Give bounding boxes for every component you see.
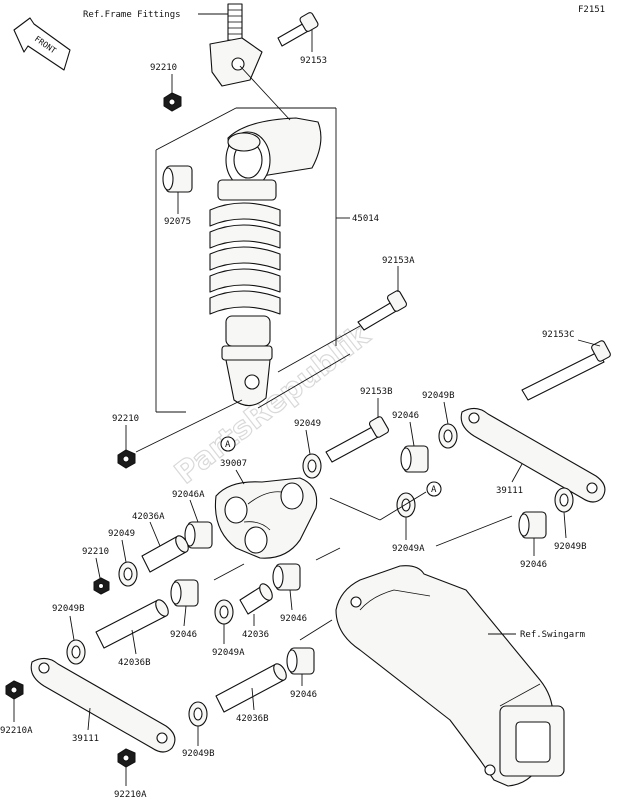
bearing-92046-right [518, 511, 547, 539]
collar-42036B-left [95, 599, 169, 649]
bolt-92153A [357, 290, 408, 331]
washer-92049B-top [438, 423, 458, 449]
ref-frame-fittings-label: Ref.Frame Fittings [83, 10, 181, 20]
label-42036B-left: 42036B [118, 658, 151, 668]
nut-92210-mid [117, 449, 136, 469]
collar-42036B-bottom [215, 663, 287, 713]
callout-marker-a-right: A [426, 481, 442, 497]
label-42036B-bottom: 42036B [236, 714, 269, 724]
washer-92049B-right [554, 487, 574, 513]
washer-92049A-right [396, 492, 416, 518]
bolt-92153B [325, 416, 390, 463]
svg-text:A: A [225, 440, 231, 450]
label-92049B-left: 92049B [52, 604, 85, 614]
label-92153B: 92153B [360, 387, 393, 397]
swingarm [335, 565, 565, 787]
label-92153A: 92153A [382, 256, 415, 266]
label-92210-mid: 92210 [112, 414, 139, 424]
label-39111-right: 39111 [496, 486, 523, 496]
washer-92049B-left [66, 639, 86, 665]
label-92049-left: 92049 [108, 529, 135, 539]
label-39111-left: 39111 [72, 734, 99, 744]
label-92046-top: 92046 [392, 411, 419, 421]
washer-92049-mid [302, 453, 322, 479]
rear-shock-absorber [209, 117, 322, 407]
label-92210-left: 92210 [82, 547, 109, 557]
rocker-arm-39007 [214, 477, 318, 559]
label-92210A-left: 92210A [0, 726, 33, 736]
washer-92049-left [118, 561, 138, 587]
bolt-92153 [277, 12, 319, 47]
label-92046A: 92046A [172, 490, 205, 500]
nut-92210-left [93, 577, 110, 595]
ref-swingarm-label: Ref.Swingarm [520, 630, 585, 640]
label-42036A: 42036A [132, 512, 165, 522]
label-42036: 42036 [242, 630, 269, 640]
label-92046-mid: 92046 [170, 630, 197, 640]
label-92049B-right: 92049B [554, 542, 587, 552]
collar-42036A [141, 535, 189, 573]
collar-92075 [162, 165, 193, 193]
washer-92049B-bottom [188, 701, 208, 727]
washer-92049A-low [214, 599, 234, 625]
label-92049B-top: 92049B [422, 391, 455, 401]
label-92153-top: 92153 [300, 56, 327, 66]
callout-marker-a-left: A [220, 436, 236, 452]
bearing-92046-lowmid [272, 563, 301, 591]
label-92049A-low: 92049A [212, 648, 245, 658]
watermark: PartsRepublik [168, 317, 377, 491]
bearing-92046-mid [170, 579, 199, 607]
label-92153C: 92153C [542, 330, 575, 340]
label-92046-lowmid: 92046 [280, 614, 307, 624]
nut-92210A-left [5, 680, 24, 700]
nut-92210A-bottom [117, 748, 136, 768]
label-92046-right: 92046 [520, 560, 547, 570]
label-92210A-bottom: 92210A [114, 790, 147, 800]
svg-text:A: A [431, 485, 437, 495]
label-92046-bottom: 92046 [290, 690, 317, 700]
label-92075: 92075 [164, 217, 191, 227]
upper-mount-bracket [209, 3, 263, 87]
label-39007: 39007 [220, 459, 247, 469]
figure-code: F2151 [578, 5, 605, 15]
label-45014: 45014 [352, 214, 379, 224]
collar-42036 [239, 583, 273, 615]
label-92049B-bottom: 92049B [182, 749, 215, 759]
bearing-92046-top [400, 445, 429, 473]
tie-rod-39111-right [460, 407, 606, 503]
bolt-92153C [521, 340, 611, 401]
label-92049-mid: 92049 [294, 419, 321, 429]
bearing-92046A [184, 521, 213, 549]
label-92049A-right: 92049A [392, 544, 425, 554]
bearing-92046-bottom [286, 647, 315, 675]
tie-rod-39111-left [30, 657, 176, 753]
label-92210-top: 92210 [150, 63, 177, 73]
front-direction-arrow: FRONT [13, 17, 71, 71]
nut-92210-top [163, 92, 182, 112]
